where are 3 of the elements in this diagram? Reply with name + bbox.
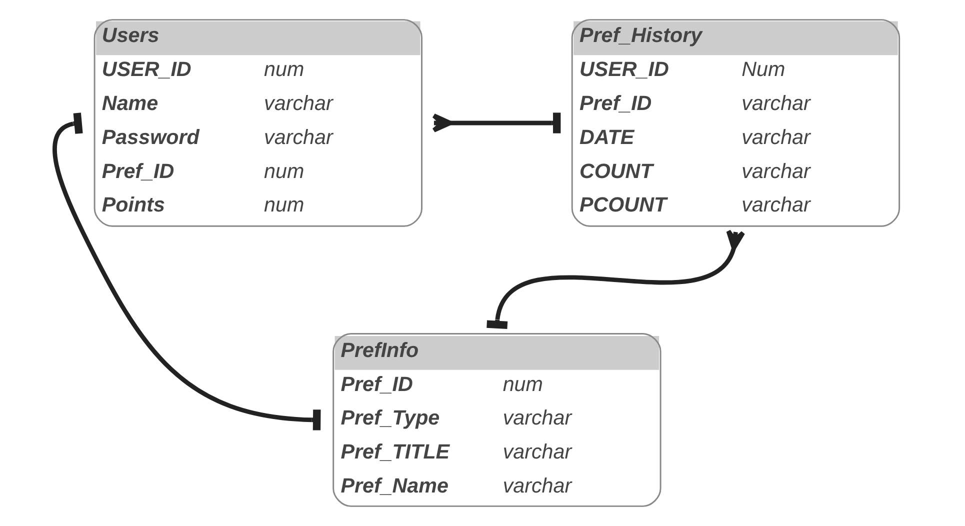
connector [432,112,561,134]
connector [52,112,321,430]
connector [486,228,746,330]
